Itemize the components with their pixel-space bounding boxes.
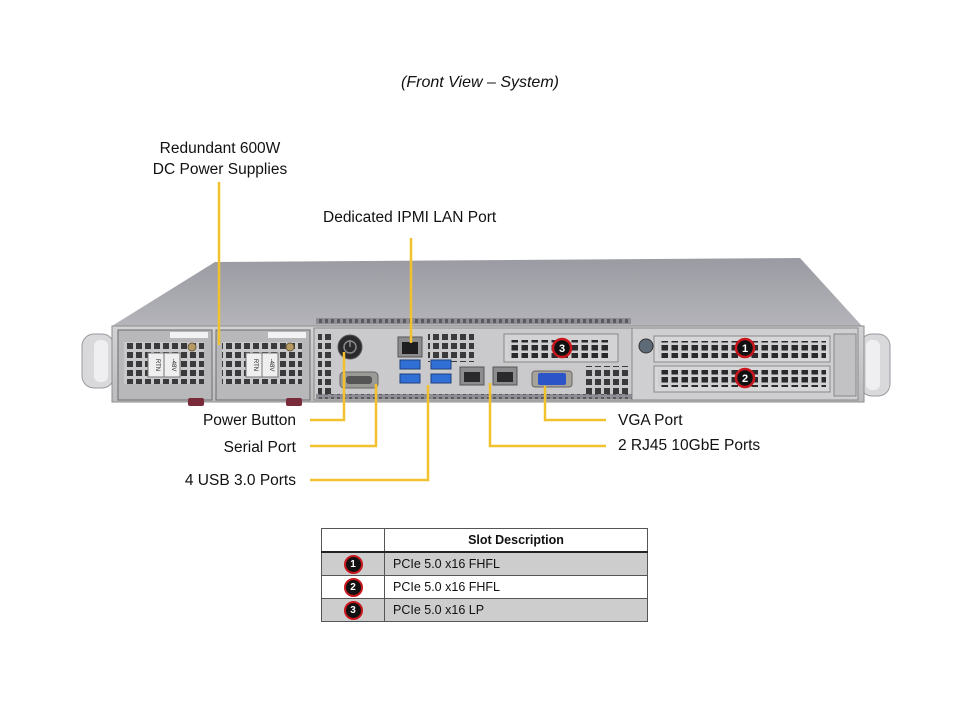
power-button-callout-line bbox=[310, 352, 346, 422]
psu-tag-48v: -48V bbox=[170, 359, 176, 372]
power-button-callout-label: Power Button bbox=[202, 412, 296, 429]
slot-description: PCIe 5.0 x16 LP bbox=[384, 598, 648, 622]
rj45-ports-callout-label: 2 RJ45 10GbE Ports bbox=[618, 437, 761, 454]
view-caption: (Front View – System) bbox=[401, 74, 559, 91]
serial-port[interactable] bbox=[339, 371, 379, 389]
psu-tag-rtn: RTN bbox=[252, 359, 258, 371]
slot-description: PCIe 5.0 x16 FHFL bbox=[384, 551, 648, 576]
slot-badge-1: 1 bbox=[734, 337, 756, 359]
slot-badge: 2 bbox=[343, 577, 363, 597]
ipmi-callout-label: Dedicated IPMI LAN Port bbox=[323, 209, 497, 226]
psu-tag-rtn: RTN bbox=[154, 359, 160, 371]
rj45-callout-line bbox=[488, 383, 606, 448]
serial-port-callout-line bbox=[310, 384, 378, 448]
power-supply-1[interactable]: RTN -48V bbox=[117, 329, 213, 406]
table-row: 3 PCIe 5.0 x16 LP bbox=[321, 598, 648, 622]
slot-badge-3: 3 bbox=[551, 337, 573, 359]
vga-port-callout-line bbox=[543, 386, 606, 422]
psu-callout-line2: DC Power Supplies bbox=[152, 161, 288, 178]
table-header-row: Slot Description bbox=[321, 528, 648, 553]
slot-description: PCIe 5.0 x16 FHFL bbox=[384, 575, 648, 599]
psu-callout-line1: Redundant 600W bbox=[159, 140, 281, 157]
slot-badge-2: 2 bbox=[734, 367, 756, 389]
rj45-10gbe-ports[interactable] bbox=[459, 366, 518, 386]
slot-bracket-latch[interactable] bbox=[833, 333, 857, 397]
slot-badge: 1 bbox=[343, 554, 363, 574]
psu-release-latch[interactable] bbox=[286, 398, 302, 406]
rack-ear-right bbox=[859, 333, 891, 397]
callout-lines bbox=[217, 182, 606, 482]
chassis-top bbox=[112, 258, 862, 326]
power-supply-2[interactable]: RTN -48V bbox=[215, 329, 311, 406]
psu-release-latch[interactable] bbox=[188, 398, 204, 406]
power-button[interactable] bbox=[337, 334, 363, 360]
vga-port-callout-label: VGA Port bbox=[618, 412, 683, 429]
usb-ports[interactable] bbox=[399, 359, 452, 384]
svg-text:2: 2 bbox=[742, 373, 748, 385]
psu-tag-48v: -48V bbox=[268, 359, 274, 372]
serial-port-callout-label: Serial Port bbox=[223, 439, 296, 456]
table-header-slot bbox=[321, 528, 385, 553]
thumbscrew[interactable] bbox=[638, 338, 654, 354]
vga-port[interactable] bbox=[531, 370, 573, 388]
slot-description-table: Slot Description 1 PCIe 5.0 x16 FHFL 2 P… bbox=[321, 528, 648, 622]
usb-ports-callout-line bbox=[310, 385, 430, 482]
psu-callout-label: Redundant 600W DC Power Supplies bbox=[130, 138, 310, 180]
slot-badge: 3 bbox=[343, 600, 363, 620]
table-row: 2 PCIe 5.0 x16 FHFL bbox=[321, 575, 648, 599]
table-row: 1 PCIe 5.0 x16 FHFL bbox=[321, 551, 648, 576]
rack-ear-left bbox=[81, 333, 115, 389]
usb-ports-callout-label: 4 USB 3.0 Ports bbox=[184, 472, 296, 489]
svg-text:3: 3 bbox=[559, 343, 565, 355]
svg-text:1: 1 bbox=[742, 343, 748, 355]
table-header-description: Slot Description bbox=[384, 528, 648, 553]
